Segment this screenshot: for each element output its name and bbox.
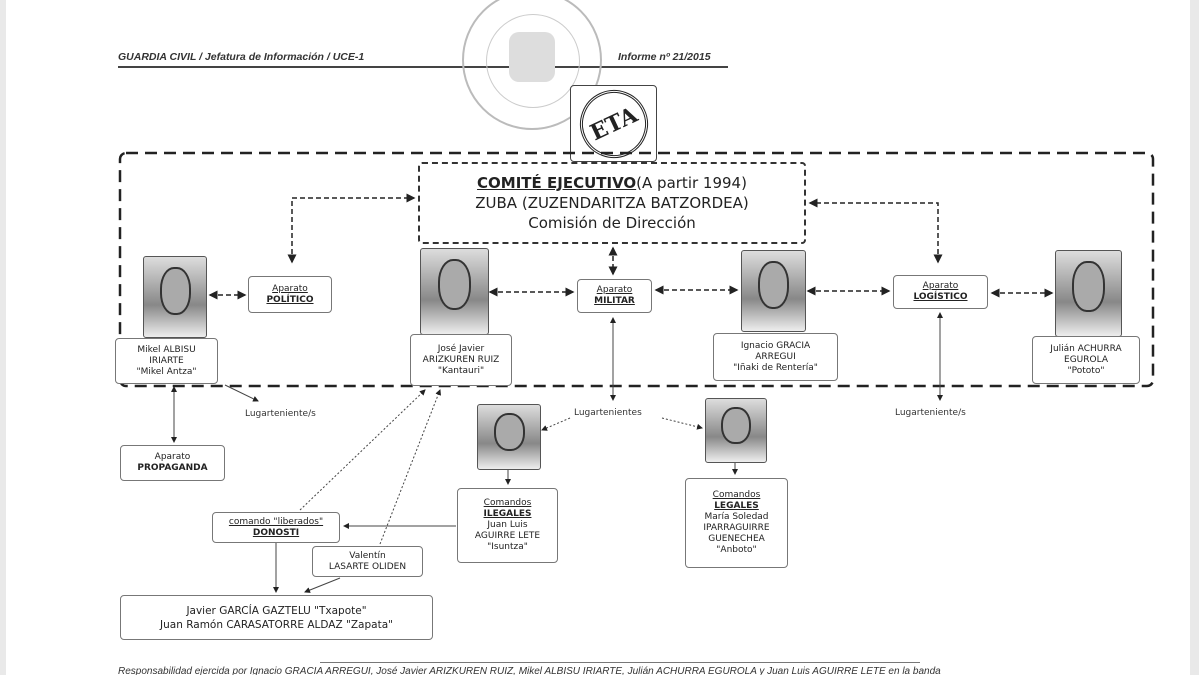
alias: "Isuntza" xyxy=(487,542,528,552)
official-seal xyxy=(462,0,602,130)
title: DONOSTI xyxy=(252,527,300,538)
aparato-propaganda-name: PROPAGANDA xyxy=(137,463,208,473)
lugarteniente-right: Lugarteniente/s xyxy=(895,408,966,418)
photo-aguirre xyxy=(477,404,541,470)
title: ILEGALES xyxy=(483,509,532,519)
name: José Javier xyxy=(437,343,485,354)
name: Mikel ALBISU xyxy=(137,344,196,355)
photo-arizkuren xyxy=(420,248,489,335)
photo-gracia xyxy=(741,250,806,332)
surname: IPARRAGUIRRE xyxy=(703,523,770,533)
lugartenientes-center: Lugartenientes xyxy=(574,408,642,418)
name: Valentín xyxy=(349,550,386,561)
member-2: Juan Ramón CARASATORRE ALDAZ "Zapata" xyxy=(160,618,393,631)
comite-zuba: ZUBA (ZUZENDARITZA BATZORDEA) xyxy=(475,194,749,212)
surname: LASARTE OLIDEN xyxy=(328,561,407,572)
title: LEGALES xyxy=(714,501,759,511)
photo-iparraguirre xyxy=(705,398,767,463)
aparato-militar-name: MILITAR xyxy=(594,296,635,306)
surname: ARREGUI xyxy=(755,351,796,362)
photo-albisu xyxy=(143,256,207,338)
aparato-label: Aparato xyxy=(154,452,191,462)
surname: ARIZKUREN RUIZ xyxy=(422,354,500,365)
name: Juan Luis xyxy=(487,520,528,530)
alias: "Mikel Antza" xyxy=(136,366,197,377)
lugarteniente-left: Lugarteniente/s xyxy=(245,409,316,419)
eta-logo: ETA xyxy=(568,78,659,169)
surname: IRIARTE xyxy=(149,355,184,366)
alias: "Kantauri" xyxy=(437,365,485,376)
aparato-label: Aparato xyxy=(596,285,633,295)
header-left: GUARDIA CIVIL / Jefatura de Información … xyxy=(118,51,365,63)
comite-title: COMITÉ EJECUTIVO xyxy=(477,174,637,192)
member-1: Javier GARCÍA GAZTELU "Txapote" xyxy=(186,604,367,617)
label: comando "liberados" xyxy=(228,516,324,527)
footer-rule xyxy=(320,662,920,663)
footer-text: Responsabilidad ejercida por Ignacio GRA… xyxy=(118,666,941,675)
final-box: Javier GARCÍA GAZTELU "Txapote"Juan Ramó… xyxy=(120,595,433,640)
ejecutivo-boundary xyxy=(118,151,1155,388)
header-rule xyxy=(118,66,728,68)
surname: AGUIRRE LETE xyxy=(474,531,541,541)
name: Ignacio GRACIA xyxy=(740,340,811,351)
alias: "Anboto" xyxy=(716,545,757,555)
aparato-logistico-name: LOGÍSTICO xyxy=(913,292,968,302)
name: Julián ACHURRA xyxy=(1050,343,1122,354)
alias: "Iñaki de Rentería" xyxy=(733,362,818,373)
label: Comandos xyxy=(712,490,761,500)
header-right: Informe nº 21/2015 xyxy=(618,51,711,63)
alias: "Pototo" xyxy=(1067,365,1105,376)
photo-achurra xyxy=(1055,250,1122,337)
surname2: GUENECHEA xyxy=(708,534,765,544)
comite-comision: Comisión de Dirección xyxy=(528,214,696,232)
label: Comandos xyxy=(483,498,532,508)
comite-ejecutivo-box: COMITÉ EJECUTIVO(A partir 1994) ZUBA (ZU… xyxy=(418,162,806,244)
comando-donosti-box: comando "liberados"DONOSTI xyxy=(212,512,340,543)
surname: EGUROLA xyxy=(1064,354,1108,365)
name: María Soledad xyxy=(704,512,769,522)
aparato-label: Aparato xyxy=(272,283,308,294)
comite-title-suffix: (A partir 1994) xyxy=(636,174,747,192)
aparato-politico-name: POLÍTICO xyxy=(266,294,314,305)
aparato-label: Aparato xyxy=(922,281,959,291)
